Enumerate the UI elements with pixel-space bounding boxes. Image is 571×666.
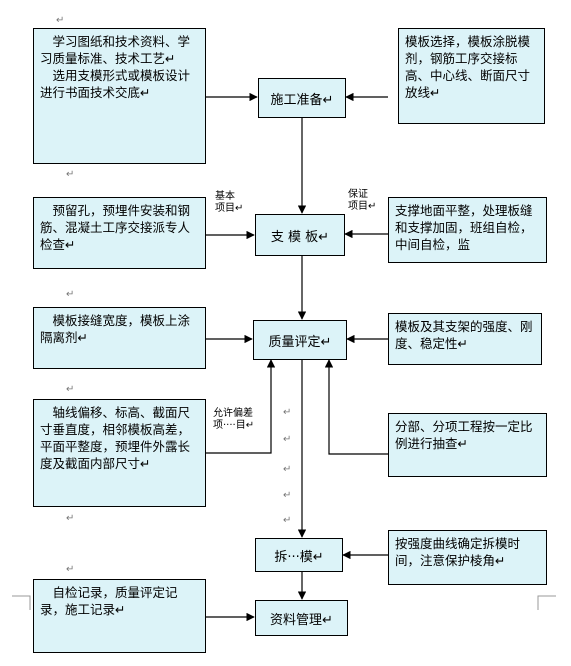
step-quality-assessment: 质量评定↵ — [253, 320, 347, 360]
left-box-deviation-items: 轴线偏移、标高、截面尺寸垂直度，相邻模板高差，平面平整度，预埋件外露长度及截面内… — [33, 399, 206, 507]
arrow-right-4 — [324, 359, 388, 455]
step-demolding: 拆···模↵ — [255, 538, 343, 572]
left-box-preparation: 学习图纸和技术资料、学习质量标准、技术工艺↵ 选用支模形式或模板设计进行书面技术… — [33, 28, 206, 164]
step-document-management: 资料管理↵ — [255, 600, 348, 636]
right-box-strength-rigidity: 模板及其支架的强度、刚度、稳定性↵ — [388, 313, 542, 365]
para-mark: ↵ — [66, 289, 75, 300]
right-box-demolding-time: 按强度曲线确定拆模时间，注意保护棱角↵ — [388, 530, 547, 585]
left-box-records: 自检记录，质量评定记录，施工记录↵ — [33, 579, 206, 653]
para-mark: ↵ — [283, 490, 292, 501]
right-box-formwork-selection: 模板选择，模板涂脱模剂，钢筋工序交接标高、中心线、断面尺寸放线↵ — [398, 28, 545, 124]
para-mark: ↵ — [66, 169, 75, 180]
para-mark: ↵ — [283, 407, 292, 418]
para-mark: ↵ — [56, 15, 65, 26]
label-guarantee-items: 保证 项目↵ — [348, 189, 377, 212]
arrow-left-4 — [206, 359, 276, 454]
para-mark: ↵ — [66, 384, 75, 395]
right-box-sampling-check: 分部、分项工程按一定比例进行抽查↵ — [388, 413, 547, 477]
label-basic-items: 基本 项目↵ — [215, 191, 244, 214]
left-box-formwork-check: 预留孔，预埋件安装和钢筋、混凝土工序交接派专人检查↵ — [33, 197, 206, 269]
para-mark: ↵ — [283, 515, 292, 526]
step-construction-preparation: 施工准备↵ — [258, 78, 346, 118]
step-erect-formwork: 支 模 板↵ — [255, 214, 345, 256]
label-allowed-deviation: 允许偏差 项····目↵ — [213, 408, 255, 431]
para-mark: ↵ — [283, 434, 292, 445]
left-box-joint-width: 模板接缝宽度，模板上涂隔离剂↵ — [33, 307, 206, 369]
para-mark: ↵ — [66, 564, 75, 575]
right-box-support-ground: 支撑地面平整，处理板缝和支撑加固，班组自检，中间自检，监 — [388, 197, 547, 263]
para-mark: ↵ — [66, 513, 75, 524]
para-mark: ↵ — [283, 464, 292, 475]
